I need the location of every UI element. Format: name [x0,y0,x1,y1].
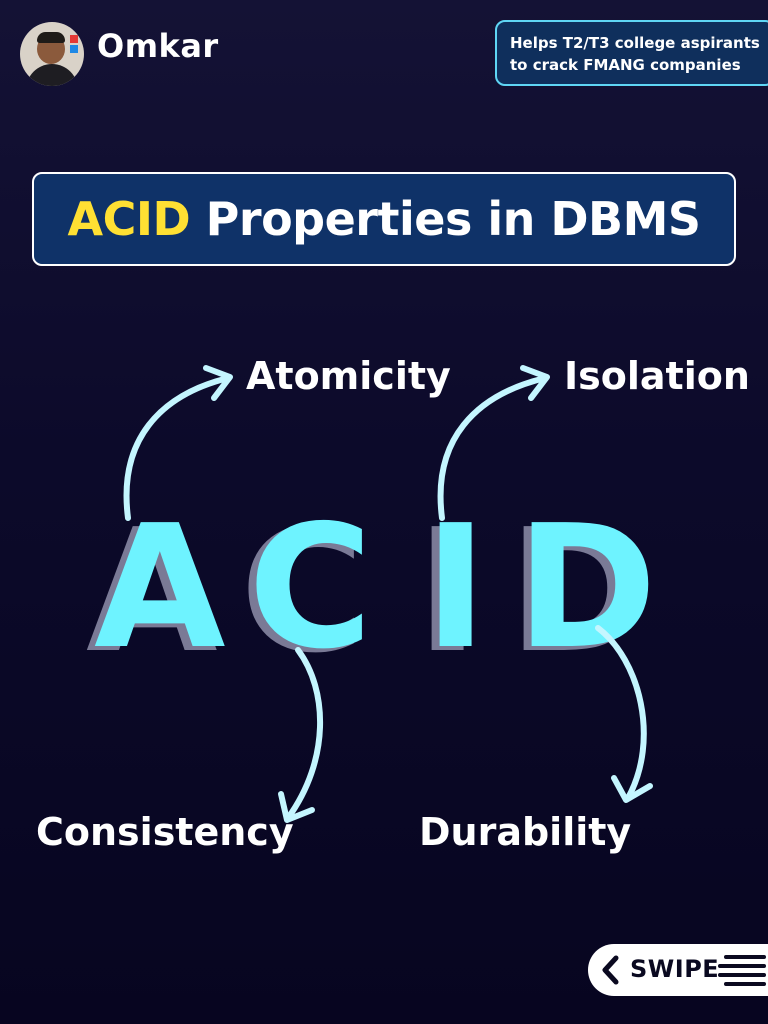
letter-a-shadow: A [86,493,218,691]
letter-a: A [94,489,226,687]
arrow-isolation-head [520,365,550,401]
swipe-label: SWIPE [630,955,720,983]
label-consistency: Consistency [36,810,294,854]
arrow-durability [595,625,647,801]
chevron-left-icon [602,955,619,985]
tagline-line-1: Helps T2/T3 college aspirants [510,34,760,52]
menu-lines-icon [718,955,766,986]
arrow-atomicity [123,375,231,521]
swipe-button[interactable]: SWIPE [588,944,768,996]
label-atomicity: Atomicity [246,354,451,398]
label-durability: Durability [419,810,632,854]
letter-c: C [248,489,373,687]
letter-i-shadow: I [416,493,479,691]
arrow-atomicity-head [203,365,233,401]
title-rest: Properties in DBMS [190,192,701,246]
author-name: Omkar [97,27,219,65]
arrow-durability-head [611,775,653,803]
tagline-line-2: to crack FMANG companies [510,56,741,74]
tagline-badge: Helps T2/T3 college aspirants to crack F… [495,20,768,86]
arrow-consistency-head [278,791,315,823]
label-isolation: Isolation [564,354,750,398]
letter-i: I [424,489,487,687]
author-avatar [20,22,84,86]
arrow-isolation [437,375,548,521]
title-highlight: ACID [67,192,191,246]
page-title: ACID Properties in DBMS [32,172,736,266]
letter-d: D [516,489,657,687]
arrow-consistency [285,647,323,821]
